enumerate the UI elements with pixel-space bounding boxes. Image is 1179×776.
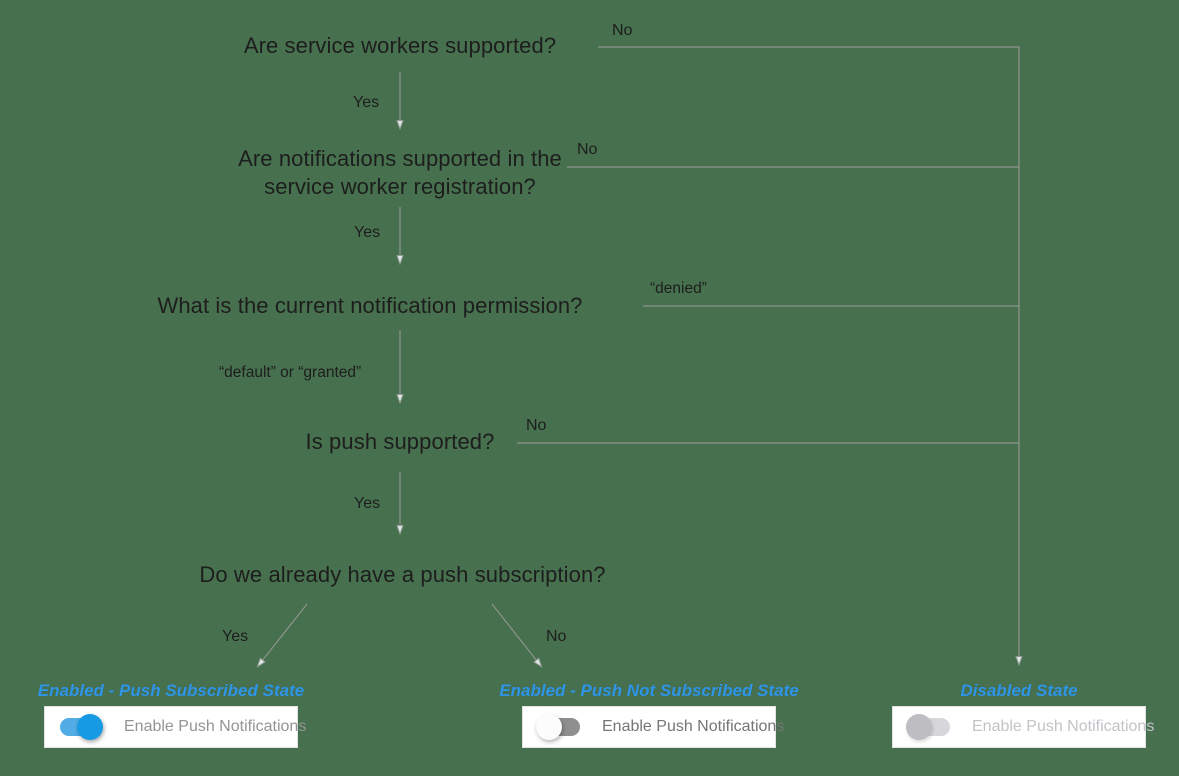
toggle-knob (906, 714, 932, 740)
edge-label-no-4: No (526, 417, 547, 434)
edge-label-no-2: No (577, 141, 598, 158)
push-notifications-toggle[interactable] (536, 714, 581, 740)
edge-label-yes-1: Yes (353, 94, 380, 111)
question-notifications-supported: Are notifications supported in the servi… (238, 146, 562, 199)
edge-label-no-1: No (612, 22, 633, 39)
toggle-label: Enable Push Notifications (602, 718, 785, 735)
question-notification-permission: What is the current notification permiss… (157, 293, 583, 318)
push-toggle-card: Enable Push Notifications (44, 706, 306, 748)
state-title: Enabled - Push Subscribed State (37, 681, 305, 700)
edge-label-denied: “denied” (650, 280, 707, 297)
edge-label-yes-5: Yes (222, 628, 249, 645)
toggle-label: Enable Push Notifications (972, 718, 1155, 735)
toggle-knob (77, 714, 103, 740)
push-toggle-card: Enable Push Notifications (892, 706, 1154, 748)
push-notifications-toggle[interactable] (59, 714, 103, 740)
push-notifications-toggle (906, 714, 951, 740)
state-title: Enabled - Push Not Subscribed State (499, 681, 799, 700)
edge-label-default-or-granted: “default” or “granted” (219, 364, 362, 381)
toggle-knob (536, 714, 562, 740)
state-enabled-push-not-subscribed: Enabled - Push Not Subscribed State Enab… (499, 681, 799, 748)
state-disabled: Disabled State Enable Push Notifications (869, 681, 1169, 748)
edge-label-no-5: No (546, 628, 567, 645)
edge-yes-5 (258, 603, 308, 666)
toggle-label: Enable Push Notifications (124, 718, 307, 735)
question-push-supported: Is push supported? (305, 429, 495, 454)
edge-no-1-to-disabled (598, 46, 1019, 664)
edge-label-yes-4: Yes (354, 495, 381, 512)
edge-label-yes-2: Yes (354, 224, 381, 241)
edge-no-5 (491, 603, 541, 666)
state-enabled-push-subscribed: Enabled - Push Subscribed State Enable P… (21, 681, 321, 748)
question-existing-push-subscription: Do we already have a push subscription? (199, 562, 606, 587)
question-service-workers-supported: Are service workers supported? (243, 33, 557, 58)
push-toggle-card: Enable Push Notifications (522, 706, 784, 748)
state-title: Disabled State (960, 681, 1078, 700)
